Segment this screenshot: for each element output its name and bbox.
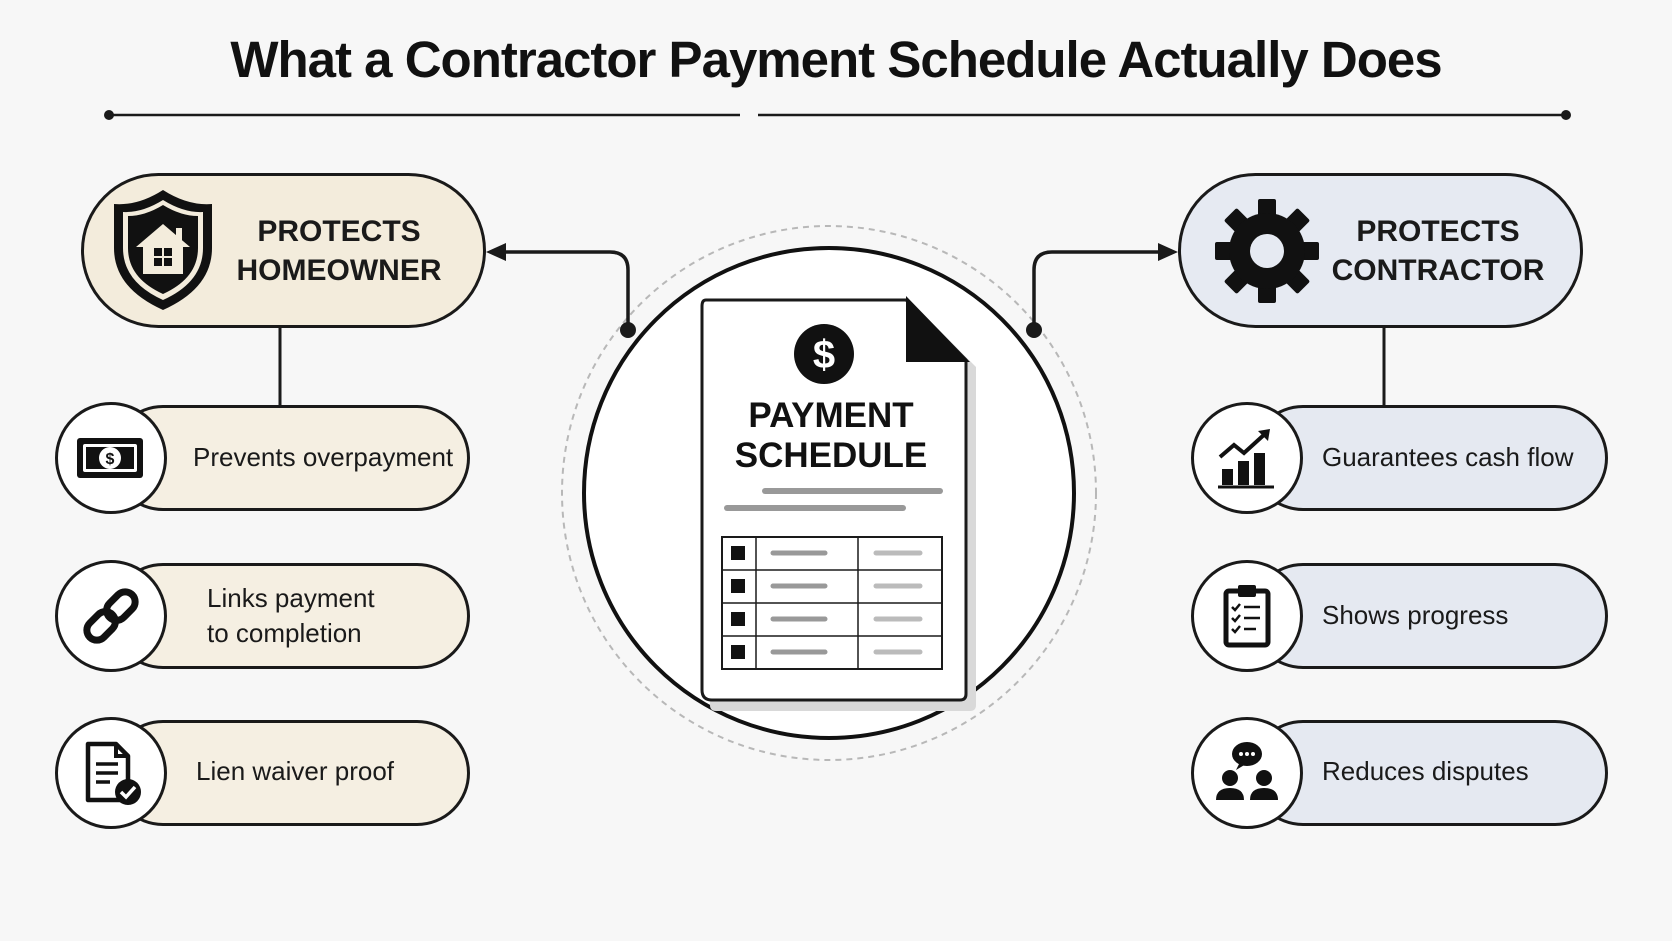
center-label-line-2: SCHEDULE	[734, 436, 928, 475]
homeowner-header-line-2: HOMEOWNER	[236, 254, 442, 287]
document-fold	[906, 296, 970, 362]
left-item-2	[110, 563, 470, 669]
svg-text:$: $	[813, 333, 835, 377]
chain-link-icon	[83, 588, 139, 644]
right-item-2-line-1: Shows progress	[1322, 600, 1509, 630]
left-item-2-text: Links payment to completion	[207, 581, 375, 651]
document-check-icon	[85, 741, 141, 805]
right-item-1-icon-badge	[1191, 402, 1303, 514]
contractor-header-line-1: PROTECTS	[1356, 215, 1520, 248]
center-label: PAYMENT SCHEDULE	[700, 396, 962, 476]
contractor-header-line-2: CONTRACTOR	[1331, 254, 1545, 287]
contractor-header-label: PROTECTS CONTRACTOR	[1323, 212, 1553, 290]
doc-checkbox-4	[731, 645, 745, 659]
right-item-1-text: Guarantees cash flow	[1322, 440, 1573, 475]
left-item-1-icon-badge: $	[55, 402, 167, 514]
right-item-3-icon-badge	[1191, 717, 1303, 829]
homeowner-header-line-1: PROTECTS	[257, 215, 421, 248]
left-item-3-line-1: Lien waiver proof	[196, 756, 394, 786]
title-rule-dot-right	[1561, 110, 1571, 120]
left-item-2-line-1: Links payment	[207, 583, 375, 613]
left-item-1	[110, 405, 470, 511]
people-chat-icon	[1216, 742, 1278, 800]
right-item-3	[1250, 720, 1608, 826]
cash-bill-icon: $	[77, 438, 143, 478]
right-item-2-text: Shows progress	[1322, 598, 1508, 633]
left-item-3-icon-badge	[55, 717, 167, 829]
gear-icon	[1215, 199, 1319, 303]
doc-checkbox-2	[731, 579, 745, 593]
center-dashed-ring	[561, 225, 1097, 761]
page-title: What a Contractor Payment Schedule Actua…	[230, 31, 1442, 88]
left-arrow-connector	[500, 250, 630, 330]
left-item-3	[110, 720, 470, 826]
right-item-3-line-1: Reduces disputes	[1322, 756, 1529, 786]
left-item-2-line-2: to completion	[207, 618, 362, 648]
shield-house-icon	[114, 190, 212, 310]
doc-checkbox-3	[731, 612, 745, 626]
clipboard-checklist-icon	[1223, 585, 1271, 648]
right-item-1-line-1: Guarantees cash flow	[1322, 442, 1574, 472]
right-arrowhead	[1158, 243, 1178, 261]
title-rule-dot-left	[104, 110, 114, 120]
right-item-2	[1250, 563, 1608, 669]
right-item-2-icon-badge	[1191, 560, 1303, 672]
left-item-1-line-1: Prevents overpayment	[193, 442, 454, 472]
contractor-header: PROTECTS CONTRACTOR	[1178, 173, 1583, 328]
center-label-line-1: PAYMENT	[748, 396, 914, 435]
right-connector-dot	[1026, 322, 1042, 338]
right-item-3-text: Reduces disputes	[1322, 754, 1529, 789]
left-item-2-icon-badge	[55, 560, 167, 672]
left-item-3-text: Lien waiver proof	[196, 754, 394, 789]
svg-text:$: $	[106, 451, 115, 468]
doc-checkbox-1	[731, 546, 745, 560]
homeowner-header: PROTECTS HOMEOWNER	[81, 173, 486, 328]
right-arrow-connector	[1032, 250, 1164, 330]
payment-document: $	[700, 296, 976, 711]
dollar-coin-icon	[794, 324, 854, 384]
left-item-1-text: Prevents overpayment	[193, 440, 453, 475]
homeowner-header-label: PROTECTS HOMEOWNER	[224, 212, 454, 290]
growth-chart-icon	[1218, 429, 1274, 489]
right-item-1	[1250, 405, 1608, 511]
left-arrowhead	[486, 243, 506, 261]
left-connector-dot	[620, 322, 636, 338]
